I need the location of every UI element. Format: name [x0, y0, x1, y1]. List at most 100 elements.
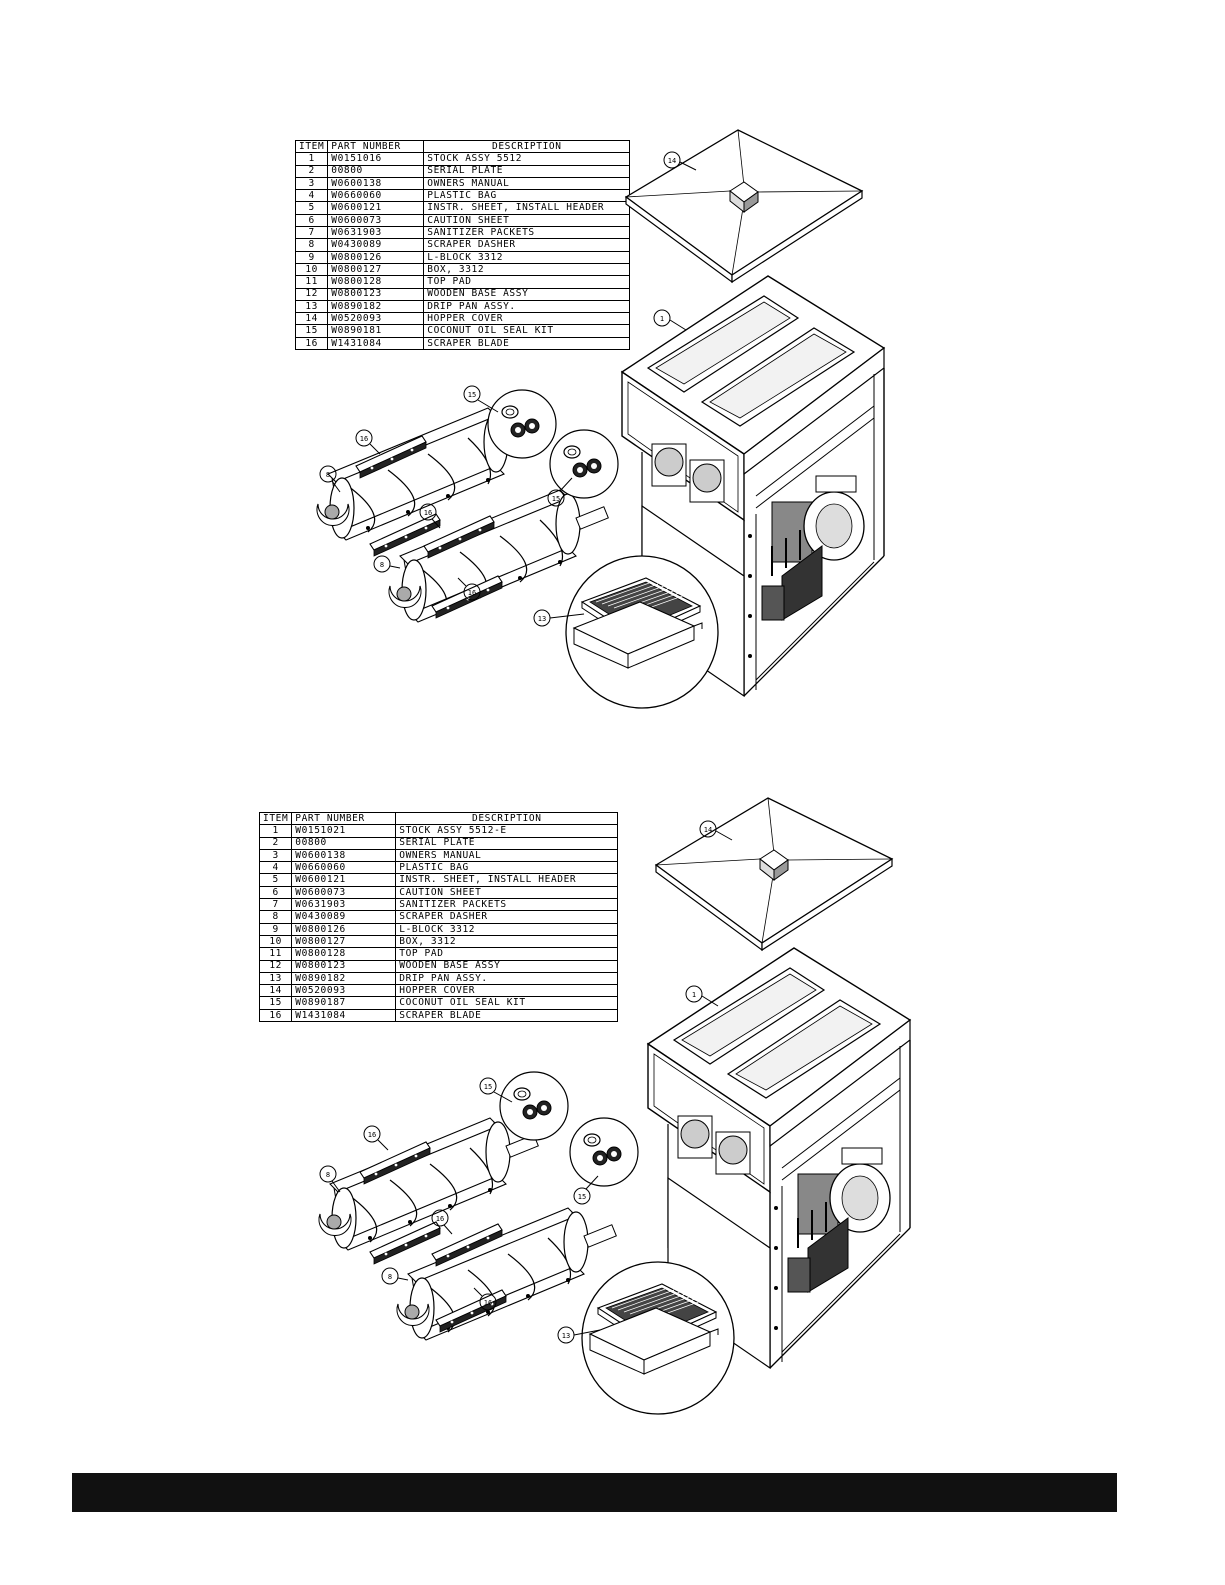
scraper-blade-drawing	[359, 1141, 431, 1185]
cell-item: 1	[294, 152, 329, 166]
hopper-cover-drawing	[655, 797, 893, 951]
header-description: DESCRIPTION	[395, 811, 619, 826]
cell-description: SERIAL PLATE	[395, 836, 619, 850]
cell-item: 16	[294, 336, 329, 351]
cell-description: SERIAL PLATE	[423, 164, 631, 178]
cell-part-number: W0631903	[327, 226, 425, 240]
cell-description: COCONUT OIL SEAL KIT	[395, 996, 619, 1010]
cell-description: PLASTIC BAG	[395, 861, 619, 875]
cell-description: HOPPER COVER	[423, 312, 631, 326]
callout-16: 16	[484, 1299, 492, 1307]
cell-item: 6	[258, 885, 293, 900]
cell-description: SCRAPER BLADE	[395, 1008, 619, 1023]
table-header-row: ITEM PART NUMBER DESCRIPTION	[294, 139, 631, 154]
cell-item: 4	[258, 861, 293, 875]
cell-description: WOODEN BASE ASSY	[395, 959, 619, 973]
cell-item: 2	[294, 164, 329, 178]
footer-bar	[72, 1473, 1117, 1512]
drawing-bottom: 14 1 15 15 16 16 16 8 8 13	[318, 797, 911, 1415]
cell-description: INSTR. SHEET, INSTALL HEADER	[423, 201, 631, 215]
cell-item: 15	[258, 996, 293, 1010]
callout-8: 8	[326, 1171, 330, 1179]
cell-part-number: W0660060	[327, 189, 425, 203]
cell-part-number: W0631903	[291, 898, 397, 912]
header-part-number: PART NUMBER	[327, 139, 425, 154]
cell-item: 11	[258, 947, 293, 961]
cell-item: 12	[258, 959, 293, 973]
table-header-row: ITEM PART NUMBER DESCRIPTION	[258, 811, 619, 826]
cell-description: DRIP PAN ASSY.	[395, 971, 619, 986]
callout-1: 1	[660, 315, 664, 323]
cell-part-number: 00800	[327, 164, 425, 178]
cell-description: CAUTION SHEET	[395, 885, 619, 900]
cell-part-number: W0600073	[291, 885, 397, 900]
cell-description: SCRAPER DASHER	[423, 238, 631, 252]
cell-part-number: W0660060	[291, 861, 397, 875]
cell-description: SANITIZER PACKETS	[395, 898, 619, 912]
cell-item: 10	[258, 934, 293, 949]
callout-13: 13	[538, 615, 546, 623]
cell-part-number: W0151021	[291, 824, 397, 838]
cell-description: INSTR. SHEET, INSTALL HEADER	[395, 873, 619, 887]
cell-description: SCRAPER DASHER	[395, 910, 619, 924]
callout-8: 8	[380, 561, 384, 569]
cell-item: 1	[258, 824, 293, 838]
cell-part-number: W0800128	[291, 947, 397, 961]
cell-description: STOCK ASSY 5512-E	[395, 824, 619, 838]
cell-description: SANITIZER PACKETS	[423, 226, 631, 240]
seal-kit-drawing	[487, 389, 557, 459]
hopper-cover-drawing	[625, 129, 863, 283]
callout-15: 15	[484, 1083, 492, 1091]
cell-item: 3	[258, 848, 293, 863]
cell-item: 3	[294, 176, 329, 191]
cell-description: L-BLOCK 3312	[395, 922, 619, 936]
cell-description: OWNERS MANUAL	[423, 176, 631, 191]
drip-pan-drawing	[581, 1261, 735, 1415]
cell-description: HOPPER COVER	[395, 984, 619, 998]
callout-16: 16	[368, 1131, 376, 1139]
drawing-top: 14 1 15 15 16 16 16 8 8 13	[316, 129, 885, 709]
header-item: ITEM	[258, 811, 293, 826]
cell-item: 5	[258, 873, 293, 887]
cell-part-number: W0600121	[291, 873, 397, 887]
cell-part-number: 00800	[291, 836, 397, 850]
drip-pan-drawing	[565, 555, 719, 709]
cell-item: 9	[258, 922, 293, 936]
cell-description: BOX, 3312	[395, 934, 619, 949]
seal-kit-drawing	[569, 1117, 639, 1187]
callout-15: 15	[552, 495, 560, 503]
cell-item: 13	[258, 971, 293, 986]
callout-1: 1	[692, 991, 696, 999]
cell-part-number: W0800127	[291, 934, 397, 949]
cell-item: 14	[258, 984, 293, 998]
seal-kit-drawing	[549, 429, 619, 499]
callout-14: 14	[704, 826, 712, 834]
callout-15: 15	[468, 391, 476, 399]
callout-16: 16	[360, 435, 368, 443]
header-item: ITEM	[294, 139, 329, 154]
cell-part-number: W0800126	[291, 922, 397, 936]
